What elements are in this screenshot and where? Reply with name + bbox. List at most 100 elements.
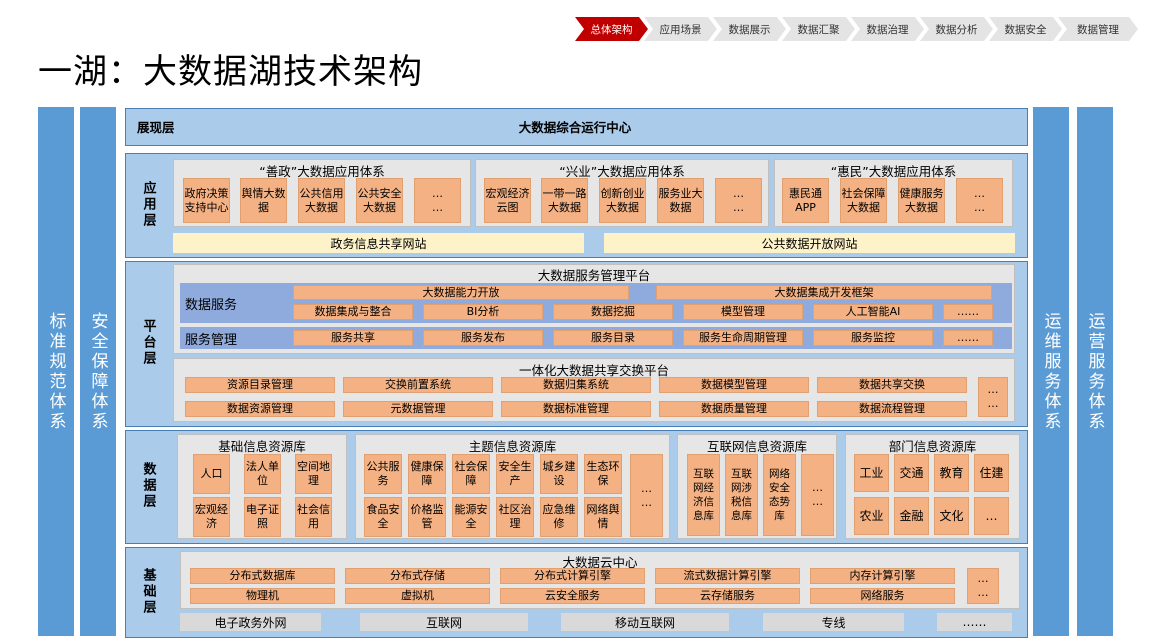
integration-framework: 大数据集成开发框架 [656, 285, 992, 300]
net-item-more: …… [937, 613, 1012, 631]
base-item: 分布式计算引擎 [500, 568, 645, 584]
gov-info-portal: 政务信息共享网站 [173, 233, 584, 253]
sm-item-more: …… [943, 330, 993, 346]
net-item-mobile: 移动互联网 [561, 613, 729, 631]
net-item-dedicated: 专线 [763, 613, 904, 631]
ex-item: 数据质量管理 [659, 401, 809, 417]
data-item: 社区治理 [496, 497, 534, 537]
gov-app-title: “善政”大数据应用体系 [259, 164, 385, 179]
app-item: 公共信用大数据 [298, 178, 345, 223]
app-item: 创新创业大数据 [599, 178, 646, 223]
ds-item-more: …… [943, 304, 993, 320]
data-item-more: … [974, 497, 1009, 535]
ex-item: 数据流程管理 [817, 401, 967, 417]
platform-layer-label: 平台层 [125, 261, 171, 425]
base-item: 分布式存储 [345, 568, 490, 584]
sm-item: 服务监控 [813, 330, 933, 346]
data-layer-label-text: 数据层 [140, 462, 156, 510]
breadcrumb-item-scenarios[interactable]: 应用场景 [644, 17, 717, 41]
data-item: 交通 [894, 454, 929, 492]
data-item: 社会保障 [452, 454, 490, 494]
base-item: 内存计算引擎 [810, 568, 955, 584]
base-item: 分布式数据库 [190, 568, 335, 584]
app-item: 宏观经济云图 [484, 178, 531, 223]
base-item-more: … … [967, 568, 999, 604]
presentation-layer [125, 108, 1028, 146]
internet-info-title: 互联网信息资源库 [706, 439, 807, 454]
app-item-more: … … [956, 178, 1003, 223]
data-item: 食品安全 [364, 497, 402, 537]
breadcrumb-item-management[interactable]: 数据管理 [1058, 17, 1138, 41]
base-item: 云安全服务 [500, 588, 645, 604]
breadcrumb-item-security[interactable]: 数据安全 [989, 17, 1062, 41]
data-item: 文化 [934, 497, 969, 535]
data-item: 安全生产 [496, 454, 534, 494]
app-item: 服务业大数据 [657, 178, 704, 223]
sm-item: 服务共享 [293, 330, 413, 346]
data-item: 住建 [974, 454, 1009, 492]
ds-item: 数据集成与整合 [293, 304, 413, 320]
data-item: 价格监管 [408, 497, 446, 537]
public-data-portal: 公共数据开放网站 [604, 233, 1015, 253]
industry-app-title: “兴业”大数据应用体系 [559, 164, 685, 179]
data-item: 人口 [193, 454, 230, 494]
base-item: 云存储服务 [655, 588, 800, 604]
ex-item: 资源目录管理 [185, 377, 335, 393]
breadcrumb-item-display[interactable]: 数据展示 [713, 17, 786, 41]
standards-bar: 标准规范体系 [38, 107, 74, 636]
ex-item: 数据共享交换 [817, 377, 967, 393]
app-item: 政府决策支持中心 [183, 178, 230, 223]
net-item-internet: 互联网 [360, 613, 528, 631]
operation-label: 运营服务体系 [1084, 311, 1105, 432]
ex-item: 元数据管理 [343, 401, 493, 417]
service-mgmt-platform-title: 大数据服务管理平台 [537, 268, 651, 283]
ds-item: 数据挖掘 [553, 304, 673, 320]
data-item: 工业 [854, 454, 889, 492]
data-item: 社会信用 [295, 497, 332, 537]
base-layer-label-text: 基础层 [140, 567, 156, 616]
data-item: 网络舆情 [584, 497, 622, 537]
ds-item: 人工智能AI [813, 304, 933, 320]
service-mgmt-label: 服务管理 [185, 332, 238, 348]
operation-bar: 运营服务体系 [1077, 107, 1113, 636]
base-item: 流式数据计算引擎 [655, 568, 800, 584]
breadcrumb-item-overview[interactable]: 总体架构 [575, 17, 648, 41]
data-item: 教育 [934, 454, 969, 492]
sm-item: 服务目录 [553, 330, 673, 346]
data-item: 空间地理 [295, 454, 332, 494]
ops-center-title: 大数据综合运行中心 [518, 119, 632, 135]
base-item: 网络服务 [810, 588, 955, 604]
app-item: 惠民通APP [782, 178, 829, 223]
platform-layer-label-text: 平台层 [140, 319, 156, 367]
base-layer-label: 基础层 [125, 547, 171, 636]
data-item: 能源安全 [452, 497, 490, 537]
data-item: 城乡建设 [540, 454, 578, 494]
data-item: 网络安全态势库 [763, 454, 796, 536]
app-item-more: … … [414, 178, 461, 223]
ops-label: 运维服务体系 [1040, 311, 1061, 432]
data-item: 应急维修 [540, 497, 578, 537]
app-item: 一带一路大数据 [541, 178, 588, 223]
basic-info-title: 基础信息资源库 [218, 439, 306, 454]
application-layer-label: 应用层 [125, 153, 171, 256]
data-item: 宏观经济 [193, 497, 230, 537]
breadcrumb-item-analysis[interactable]: 数据分析 [920, 17, 993, 41]
ds-item: 模型管理 [683, 304, 803, 320]
people-app-title: “惠民”大数据应用体系 [830, 164, 957, 179]
data-item: 电子证照 [244, 497, 281, 537]
page-title: 一湖：大数据湖技术架构 [38, 52, 423, 92]
breadcrumb-item-governance[interactable]: 数据治理 [851, 17, 924, 41]
security-label: 安全保障体系 [87, 311, 108, 432]
exchange-platform-title: 一体化大数据共享交换平台 [518, 363, 669, 378]
breadcrumb-item-collection[interactable]: 数据汇聚 [782, 17, 855, 41]
presentation-layer-label: 展现层 [137, 119, 175, 135]
sm-item: 服务生命周期管理 [683, 330, 803, 346]
base-item: 物理机 [190, 588, 335, 604]
ops-bar: 运维服务体系 [1033, 107, 1069, 636]
standards-label: 标准规范体系 [45, 311, 66, 432]
data-item: 健康保障 [408, 454, 446, 494]
sm-item: 服务发布 [423, 330, 543, 346]
app-item: 舆情大数据 [240, 178, 287, 223]
data-layer-label: 数据层 [125, 430, 171, 542]
data-item-more: … … [801, 454, 834, 536]
